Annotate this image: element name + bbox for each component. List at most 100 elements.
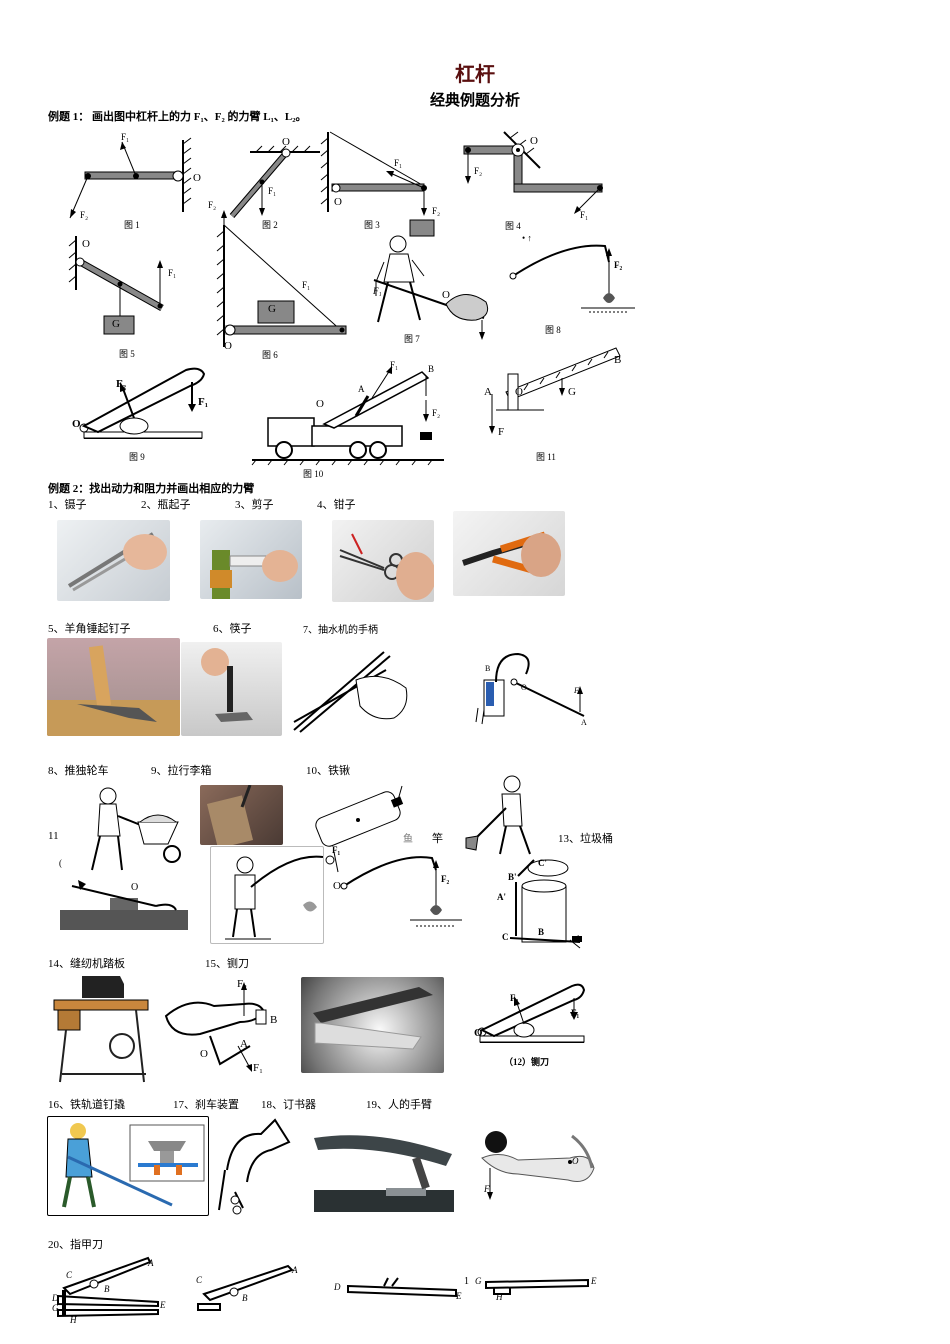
pry-bar-o-label: O — [131, 882, 139, 893]
nail-clipper-drawing-2 — [197, 1264, 294, 1311]
arm-f-label: F — [484, 1184, 490, 1194]
clipper1-g-label: G — [52, 1303, 59, 1313]
fig5-o-label: O — [82, 238, 90, 250]
pedal-f1-label: F₁ — [253, 1062, 263, 1074]
guillotine-diagram — [477, 983, 586, 1043]
clipper1-a-label: A — [148, 1258, 154, 1268]
water-pump-drawing — [475, 652, 585, 725]
item-label-human-arm: 19、人的手臂 — [366, 1099, 432, 1111]
nail-clipper-drawing-1 — [57, 1256, 159, 1318]
fig10-f1-label: F₁ — [390, 360, 399, 370]
figure-8-fishing-rod — [509, 244, 635, 313]
clipper4-g-label: G — [475, 1276, 482, 1286]
pliers-photo — [453, 511, 565, 596]
fig6-g-label: G — [268, 303, 276, 315]
figure-11-caption: 图 11 — [536, 452, 556, 462]
fig11-a-label: A — [484, 386, 492, 398]
fig11-o-label: O — [515, 386, 523, 398]
example1-heading: 例题 1： 画出图中杠杆上的力 F₁、F₂ 的力臂 L₁、L₂。 — [48, 111, 307, 123]
item-label-luggage: 9、拉行李箱 — [151, 765, 212, 777]
clipper2-c-label: C — [196, 1275, 203, 1285]
cutter-o-label: O — [474, 1027, 483, 1039]
fig9-f2-label: F₂ — [116, 378, 127, 390]
item-label-pliers: 4、钳子 — [317, 499, 356, 511]
fig9-f1-label: F₁ — [198, 396, 209, 408]
item-label-claw-hammer: 5、羊角锤起钉子 — [48, 623, 131, 635]
pedal-o-label: O — [200, 1048, 208, 1060]
sewing-machine-drawing — [53, 976, 149, 1083]
tweezers-photo — [57, 520, 170, 601]
clipper1-h-label: H — [70, 1315, 77, 1325]
fig1-f1-label: F₁ — [121, 132, 130, 142]
item-label-brake: 17、刹车装置 — [173, 1099, 239, 1111]
fisherman-drawing — [210, 846, 324, 944]
chopsticks-drawing — [293, 651, 408, 733]
luggage-photo — [200, 785, 283, 845]
rod-f1-label: F₁ — [332, 845, 341, 855]
item-label-11: 11 — [48, 830, 59, 842]
trash-b-label: B — [538, 927, 545, 937]
human-arm-drawing — [481, 1131, 595, 1200]
arm-o-label: O — [572, 1156, 579, 1166]
figure-6-lever — [216, 210, 347, 347]
fig4-f2-label: F₂ — [474, 166, 483, 176]
fig6-o-label: O — [224, 340, 232, 352]
item-label-tweezers: 1、镊子 — [48, 499, 87, 511]
fishing-rod-diagram — [325, 851, 462, 927]
page-title: 杠杆 — [455, 64, 495, 86]
item-label-shovel: 10、铁锹 — [306, 765, 350, 777]
figure-7-man-with-crowbar — [373, 235, 489, 340]
item-label-guillotine: 15、铡刀 — [205, 958, 249, 970]
item-label-rod-fragment: 竿 — [432, 833, 443, 845]
figure-3-lever — [320, 131, 435, 237]
clipper3-d-label: D — [334, 1282, 341, 1292]
nail-clipper-drawing-4 — [485, 1278, 589, 1295]
item-label-bottle-opener: 2、瓶起子 — [141, 499, 191, 511]
fig11-g-label: G — [568, 386, 576, 398]
page-subtitle: 经典例题分析 — [429, 93, 520, 109]
clipper2-b-label: B — [242, 1293, 248, 1303]
fig10-f2-label: F₂ — [432, 408, 441, 418]
figure-2-caption: 图 2 — [262, 220, 278, 230]
item-label-nail-clipper: 20、指甲刀 — [48, 1239, 103, 1251]
clipper4-e-label: E — [591, 1276, 597, 1286]
claw-hammer-photo-1 — [47, 638, 180, 736]
fig5-f1-label: F₁ — [168, 268, 177, 278]
bottle-opener-photo — [200, 520, 302, 599]
item-label-pump-handle: 7、抽水机的手柄 — [303, 625, 378, 636]
fig1-f2-label: F₂ — [80, 210, 89, 220]
pry-bar-drawing — [60, 880, 188, 930]
sewing-pedal-diagram — [164, 982, 267, 1072]
fig8-dots: • ↑ — [522, 233, 532, 243]
scissors-photo — [332, 520, 434, 602]
figure-5-caption: 图 5 — [119, 349, 135, 359]
fig10-b-label: B — [428, 364, 435, 374]
fig4-o-label: O — [530, 135, 538, 147]
example2-heading: 例题 2：找出动力和阻力并画出相应的力臂 — [48, 483, 255, 495]
clipper1-b-label: B — [104, 1284, 110, 1294]
fig7-f1-label: F₁ — [373, 286, 382, 296]
figure-9-guillotine — [79, 367, 206, 439]
wheelbarrow-drawing — [91, 787, 181, 871]
clipper1-c-label: C — [66, 1270, 73, 1280]
fig3-f2-label: F₂ — [432, 206, 441, 216]
item-label-chopsticks: 6、筷子 — [213, 623, 252, 635]
stapler-photo — [306, 1124, 456, 1216]
fig6-f1-label: F₁ — [302, 280, 311, 290]
figure-8-caption: 图 8 — [545, 325, 561, 335]
nail-clipper-drawing-3 — [347, 1277, 457, 1298]
rail-spike-puller-drawing — [47, 1116, 209, 1216]
stray-yu: 鱼 — [403, 834, 413, 845]
fig1-o-label: O — [193, 172, 201, 184]
trash-can-drawing — [509, 859, 582, 949]
pedal-a-label: A — [240, 1038, 248, 1050]
cutter-f2-label: F₂ — [510, 993, 519, 1003]
fig2-f1-label: F₁ — [268, 186, 277, 196]
figure-4-caption: 图 4 — [505, 221, 521, 231]
trash-a-label: A — [575, 934, 582, 944]
clipper2-a-label: A — [292, 1265, 298, 1275]
trash-c-prime-label: C' — [538, 858, 547, 868]
luggage-diagram — [315, 785, 404, 847]
rod-f2-label: F₂ — [441, 874, 450, 884]
shovel-man-drawing — [465, 775, 531, 855]
